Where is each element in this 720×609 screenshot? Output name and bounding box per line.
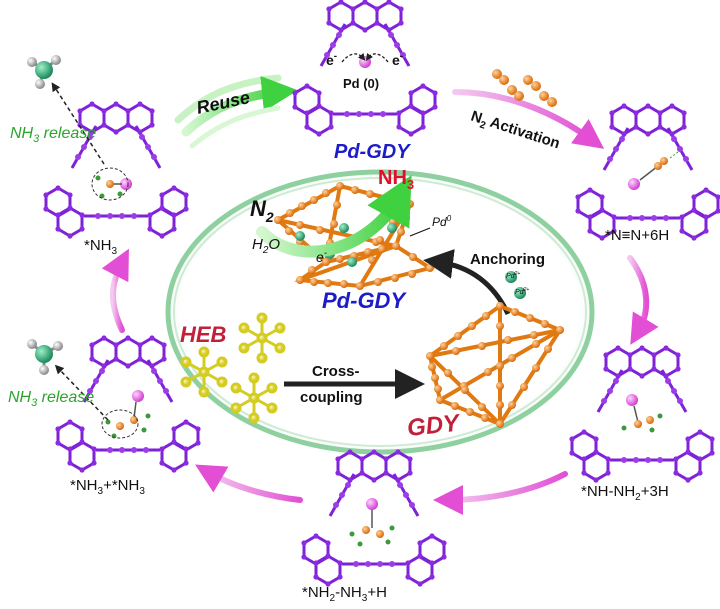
electron-arrows	[341, 52, 389, 63]
framework-bottom	[299, 447, 449, 589]
state-left-top: *NH3	[84, 237, 118, 257]
reaction-arrow	[256, 175, 412, 258]
framework-top	[290, 0, 440, 139]
top-title: Pd-GDY	[334, 141, 411, 163]
anchoring-label: Anchoring	[470, 251, 545, 268]
gdy-label: GDY	[406, 409, 463, 441]
pd-zero-label: Pd (0)	[343, 76, 379, 91]
electron-left: e-	[326, 51, 337, 68]
nh3-molecule-top	[27, 55, 61, 89]
cycle-arrow-left	[101, 248, 129, 333]
release-label-bottom: NH3 release	[8, 389, 94, 409]
release-arrow-bottom	[54, 364, 109, 421]
reuse-label: Reuse	[195, 87, 252, 118]
reuse-arrow	[174, 74, 298, 149]
framework-right-top	[573, 101, 720, 243]
state-right-top: *N≡N+6H	[605, 227, 669, 244]
state-bottom: *NH2-NH3+H	[302, 584, 387, 604]
framework-right-bottom	[567, 343, 717, 485]
center-nh3: NH3	[378, 167, 414, 192]
cycle-arrow-bottom-left	[195, 464, 303, 503]
release-arrow-top	[51, 82, 105, 165]
framework-left-top	[41, 99, 191, 241]
cross-coupling-label-2: coupling	[300, 389, 363, 406]
activation-arrow	[452, 89, 605, 149]
pd-ion-label: Pd2+	[506, 271, 520, 280]
center-title: Pd-GDY	[322, 288, 407, 313]
gdy-lattice	[426, 302, 564, 428]
nh3-molecule-bottom	[27, 339, 63, 375]
center-electron: e-	[316, 248, 328, 265]
heb-label: HEB	[180, 322, 227, 347]
center-pd0-label: Pd0	[432, 214, 452, 229]
heb-molecules	[180, 312, 286, 424]
center-n2: N2	[250, 196, 274, 225]
center-h2o: H2O	[252, 236, 280, 256]
n2-molecules	[492, 69, 557, 107]
cycle-arrow-bottom-right	[433, 471, 568, 515]
electron-right: e-	[392, 51, 403, 68]
release-label-top: NH3 release	[10, 125, 96, 145]
cross-coupling-label-1: Cross-	[312, 363, 360, 380]
pd-ion-2	[514, 287, 526, 299]
pd-ion	[505, 271, 517, 283]
framework-left-bottom	[53, 333, 203, 475]
state-left-bottom: *NH3+*NH3	[70, 477, 145, 497]
pd-ion-label-2: Pd2+	[515, 287, 529, 296]
cycle-arrow-right	[627, 255, 659, 345]
state-right-bottom: *NH-NH2+3H	[581, 483, 669, 503]
